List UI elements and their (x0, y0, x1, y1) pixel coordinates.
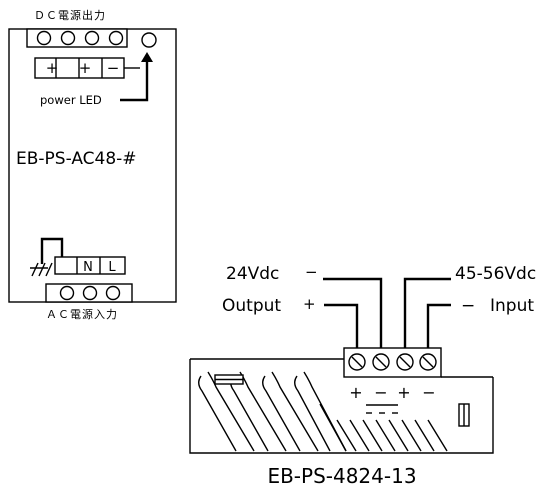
polarity-plus: + (397, 383, 410, 402)
ground-icon (30, 237, 64, 277)
power-led-label: power LED (40, 93, 102, 107)
terminal-plus: + (79, 59, 92, 77)
terminal-minus: − (107, 59, 120, 77)
terminal-screw (108, 30, 124, 46)
terminal-l: L (108, 260, 116, 275)
terminal-screw (59, 285, 75, 301)
polarity-plus: + (349, 383, 362, 402)
terminal-screw (82, 285, 98, 301)
terminal-screw (60, 30, 76, 46)
output-wires (323, 277, 383, 349)
polarity-minus: − (422, 383, 435, 402)
input-wires (403, 277, 451, 349)
ac-input-terminal-block: N L (54, 256, 126, 275)
input-minus-sign: − (461, 296, 475, 316)
output-polarity-strip: + + − (34, 57, 140, 79)
terminal-screw (84, 30, 100, 46)
terminal-screw (36, 30, 52, 46)
input-voltage-label: 45-56Vdc (455, 264, 536, 284)
terminal-screw (372, 353, 390, 371)
input-label: Input (490, 296, 534, 316)
terminal-n: N (83, 260, 93, 275)
power-supply-ac48: ＤＣ電源出力 + + − power LED EB-PS (8, 8, 177, 321)
ac48-model-label: EB-PS-AC48-# (16, 149, 137, 169)
dc-output-label: ＤＣ電源出力 (34, 8, 106, 22)
polarity-minus: − (374, 383, 387, 402)
power-supply-4824: 24Vdc − Output + 45-56Vdc − Input (189, 263, 536, 488)
terminal-screw (419, 353, 437, 371)
4824-model-label: EB-PS-4824-13 (267, 464, 416, 488)
ventilation-slots (198, 371, 448, 452)
4824-enclosure (189, 359, 494, 454)
dc-symbol-icon (366, 404, 398, 414)
output-minus-sign: − (305, 263, 318, 281)
output-voltage-label: 24Vdc (226, 264, 279, 284)
ac-input-screw-block (45, 283, 133, 303)
output-plus-sign: + (303, 295, 316, 313)
terminal-plus: + (46, 59, 59, 77)
led-pointer-arrow (120, 52, 153, 102)
terminal-screw (396, 353, 414, 371)
terminal-screw (348, 353, 366, 371)
ac-input-label: ＡＣ電源入力 (46, 307, 118, 321)
dc-output-terminal-block (26, 28, 128, 48)
terminal-screw (105, 285, 121, 301)
dc-terminal-block (343, 347, 442, 378)
power-led-icon (141, 32, 157, 48)
output-label: Output (222, 296, 281, 316)
